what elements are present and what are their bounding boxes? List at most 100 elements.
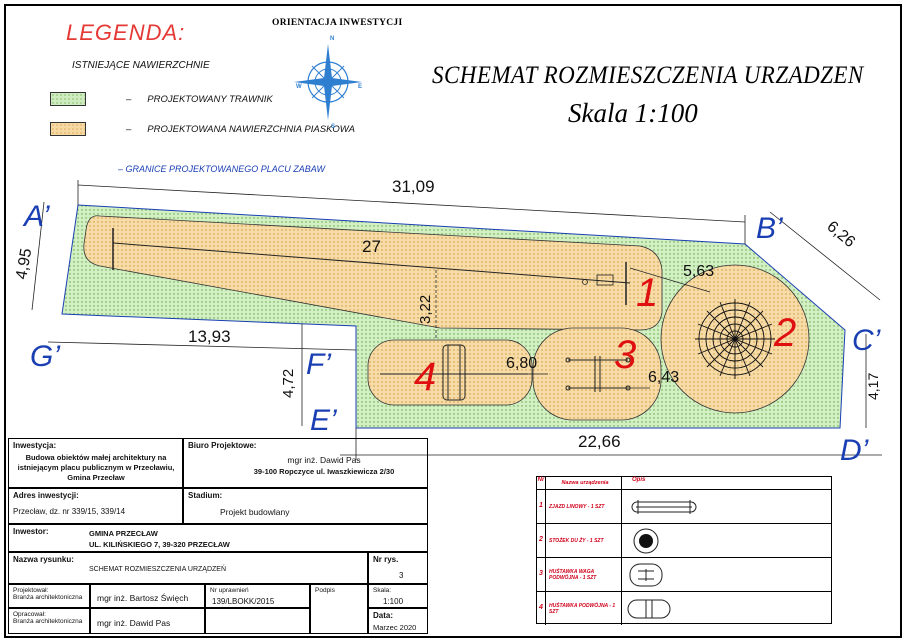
cone-icon [695, 299, 775, 379]
signature-cell: Podpis [310, 584, 368, 634]
investor-name: GMINA PRZECŁAW [89, 529, 158, 538]
device-row-name: ZJAZD LINOWY - 1 SZT [546, 490, 622, 523]
swing-icon [622, 592, 831, 625]
device-number-4: 4 [414, 355, 436, 399]
designer-cell: mgr inż. Bartosz Święch [90, 584, 205, 608]
dim-bc: 6,26 [823, 218, 858, 251]
address-cell: Adres inwestycji: Przecław, dz. nr 339/1… [8, 488, 183, 524]
dim-zipline: 27 [362, 237, 381, 256]
header-desc: Opis [632, 477, 646, 483]
device-row-4: 4 HUŚTAWKA PODWÓJNA - 1 SZT [537, 591, 831, 625]
dim-fe: 4,72 [280, 369, 297, 398]
prepared-value: mgr inż. Dawid Pas [97, 618, 171, 628]
dim-ag: 4,95 [13, 247, 35, 281]
investor-label: Inwestor: [13, 527, 49, 536]
zipline-icon [622, 490, 831, 523]
legend-title: LEGENDA: [66, 20, 186, 45]
legend-item-label: PROJEKTOWANA NAWIERZCHNIA PIASKOWA [147, 123, 355, 135]
header-name: Nazwa urządzenia [546, 477, 622, 489]
legend-dash: – [126, 93, 132, 105]
drawing-sheet [4, 4, 902, 638]
stage-value: Projekt budowlany [220, 507, 290, 517]
address-value: Przecław, dz. nr 339/15, 339/14 [13, 507, 126, 516]
device-row-name: HUŚTAWKA PODWÓJNA - 1 SZT [546, 592, 622, 625]
investment-value: Budowa obiektów małej architektury na is… [17, 453, 175, 482]
device-table-header: Nr Nazwa urządzenia Opis [537, 477, 831, 489]
compass-n: N [330, 36, 334, 42]
scale-label: Skala: [373, 587, 392, 594]
stage-label: Stadium: [188, 491, 223, 500]
date-value: Marzec 2020 [373, 623, 417, 632]
signature-label: Podpis [315, 587, 335, 594]
dim-ed: 22,66 [578, 432, 621, 451]
prepared-branch: Branża architektoniczna [13, 618, 83, 625]
prepared-cell: mgr inż. Dawid Pas [90, 608, 205, 634]
header-nr: Nr [537, 477, 546, 489]
investment-label: Inwestycja: [13, 441, 57, 450]
prepared-label: Opracował: [13, 611, 46, 618]
dim-643: 6,43 [648, 369, 679, 386]
device-row-name: STOŻEK DU ŻY - 1 SZT [546, 524, 622, 557]
drawing-name-cell: Nazwa rysunku: SCHEMAT ROZMIESZCZENIA UR… [8, 552, 368, 584]
swing-sand-area [367, 339, 533, 406]
license-cell: Nr uprawnień 139/LBOKK/2015 [205, 584, 310, 608]
drawing-scale: Skala 1:100 [568, 98, 698, 128]
sheet-label: Nr rys. [373, 555, 399, 564]
prepared-branch-cell: Opracował: Branża architektoniczna [8, 608, 90, 634]
device-number-3: 3 [614, 333, 636, 377]
seesaw-sand-area [532, 327, 662, 421]
sheet-cell: Nr rys. 3 [368, 552, 428, 584]
cone-icon [622, 524, 831, 557]
device-row-nr: 3 [537, 558, 546, 591]
device-row-nr: 4 [537, 592, 546, 625]
date-label: Data: [373, 611, 394, 620]
legend-item-lawn: – PROJEKTOWANY TRAWNIK [50, 92, 273, 106]
seesaw-icon [622, 558, 831, 591]
drawing-name-label: Nazwa rysunku: [13, 555, 74, 564]
compass-w: W [296, 84, 302, 90]
point-a: A’ [22, 200, 51, 233]
sand-swatch [50, 122, 86, 136]
designer-label: Projektował: [13, 587, 49, 594]
point-e: E’ [310, 404, 338, 437]
license-label: Nr uprawnień [210, 587, 249, 594]
zipline-sand-area [83, 215, 663, 331]
point-d: D’ [840, 434, 870, 467]
legend-dash: – [126, 123, 132, 135]
office-address: 39-100 Ropczyce ul. Iwaszkiewicza 2/30 [253, 467, 395, 476]
lawn-swatch [50, 92, 86, 106]
compass-s: S [331, 124, 335, 130]
date-cell: Data: Marzec 2020 [368, 608, 428, 634]
legend-boundary-label: – GRANICE PROJEKTOWANEGO PLACU ZABAW [118, 164, 326, 174]
device-row-3: 3 HUŚTAWKA WAGA PODWÓJNA - 1 SZT [537, 557, 831, 591]
dim-gap: 3,22 [417, 295, 434, 324]
compass-icon: N S W E [294, 36, 362, 130]
office-name: mgr inż. Dawid Pas [287, 455, 361, 465]
license-value: 139/LBOKK/2015 [212, 597, 275, 606]
dim-cd: 4,17 [865, 373, 881, 400]
scale-cell: Skala: 1:100 [368, 584, 428, 608]
designer-branch: Branża architektoniczna [13, 594, 83, 601]
point-b: B’ [756, 212, 784, 245]
office-cell: Biuro Projektowe: mgr inż. Dawid Pas 39-… [183, 438, 428, 488]
device-number-2: 2 [773, 311, 796, 355]
device-row-1: 1 ZJAZD LINOWY - 1 SZT [537, 489, 831, 523]
device-table: Nr Nazwa urządzenia Opis 1 ZJAZD LINOWY … [536, 476, 832, 625]
prepared-empty-cell [205, 608, 310, 634]
dim-ab: 31,09 [392, 177, 435, 196]
point-c: C’ [852, 324, 882, 357]
device-row-nr: 2 [537, 524, 546, 557]
legend-item-label: PROJEKTOWANY TRAWNIK [147, 93, 273, 105]
compass-e: E [358, 84, 362, 90]
designer-branch-cell: Projektował: Branża architektoniczna [8, 584, 90, 608]
office-label: Biuro Projektowe: [188, 441, 257, 450]
orientation-title: ORIENTACJA INWESTYCJI [272, 18, 403, 28]
device-row-name: HUŚTAWKA WAGA PODWÓJNA - 1 SZT [546, 558, 622, 591]
point-f: F’ [306, 348, 332, 381]
investor-address: UL. KILIŃSKIEGO 7, 39-320 PRZECŁAW [89, 540, 230, 549]
sheet-value: 3 [399, 571, 404, 580]
drawing-title: SCHEMAT ROZMIESZCZENIA URZADZEN [432, 62, 864, 89]
legend-existing-label: ISTNIEJĄCE NAWIERZCHNIE [72, 60, 210, 71]
device-row-2: 2 STOŻEK DU ŻY - 1 SZT [537, 523, 831, 557]
